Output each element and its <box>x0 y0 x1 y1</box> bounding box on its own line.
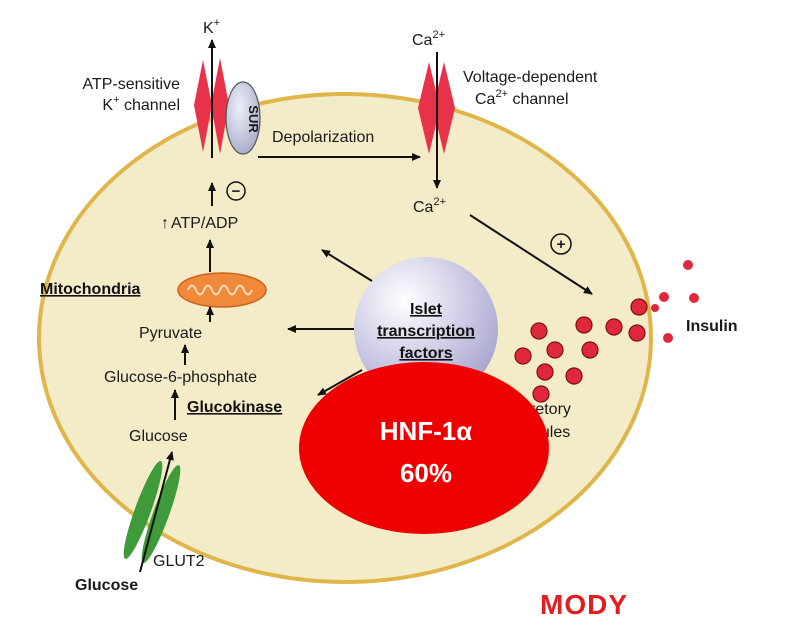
islet-label-line3: factors <box>399 345 452 362</box>
sur-receptor: SUR <box>225 81 261 155</box>
pyruvate-label: Pyruvate <box>139 325 202 342</box>
ca-ion-inside-label: Ca2+ <box>413 196 446 216</box>
hnf1a-percent-label: 60% <box>400 458 452 488</box>
glut2-label: GLUT2 <box>153 553 205 570</box>
islet-transcription-factors-sphere <box>354 257 498 401</box>
sur-label: SUR <box>246 105 261 133</box>
islet-label-line1: Islet <box>410 301 443 318</box>
released-insulin <box>651 260 699 343</box>
mitochondrion-icon <box>177 272 267 308</box>
voltage-dependent-ca-channel <box>418 52 455 189</box>
hnf1a-overlay <box>299 362 549 534</box>
stimulation-plus-sign: + <box>550 233 572 255</box>
islet-label-line2: transcription <box>377 323 475 340</box>
insulin-label: Insulin <box>686 318 738 335</box>
ca-to-granules-arrow <box>469 214 593 295</box>
depolarization-label: Depolarization <box>272 129 374 146</box>
glucose-inside-label: Glucose <box>129 428 188 445</box>
vd-channel-label-line2: Ca2+ channel <box>475 88 569 108</box>
atp-sensitive-k-channel <box>194 39 229 158</box>
inhibition-minus-sign: − <box>226 181 246 201</box>
glucokinase-label: Glucokinase <box>187 399 282 416</box>
tf-to-channels-arrow <box>321 249 373 282</box>
mody-label: MODY <box>540 589 628 620</box>
ca-ion-top-label: Ca2+ <box>412 29 445 49</box>
secretory-granules <box>514 298 648 403</box>
svg-text:+: + <box>557 236 566 253</box>
hnf1a-label: HNF-1α <box>380 416 473 446</box>
k-ion-top-label: K+ <box>203 17 220 37</box>
atp-channel-label-line2: K+ channel <box>102 94 180 114</box>
svg-text:−: − <box>232 183 241 200</box>
atp-adp-label: ↑ATP/ADP <box>161 215 238 232</box>
glucose6p-label: Glucose-6-phosphate <box>104 369 257 386</box>
tf-to-glucokinase-arrow <box>317 369 363 396</box>
glucose-outside-label: Glucose <box>75 577 138 594</box>
mitochondria-label: Mitochondria <box>40 281 141 298</box>
atp-channel-label-line1: ATP-sensitive <box>82 76 180 93</box>
vd-channel-label-line1: Voltage-dependent <box>463 69 598 86</box>
glut2-transporter <box>123 451 181 573</box>
